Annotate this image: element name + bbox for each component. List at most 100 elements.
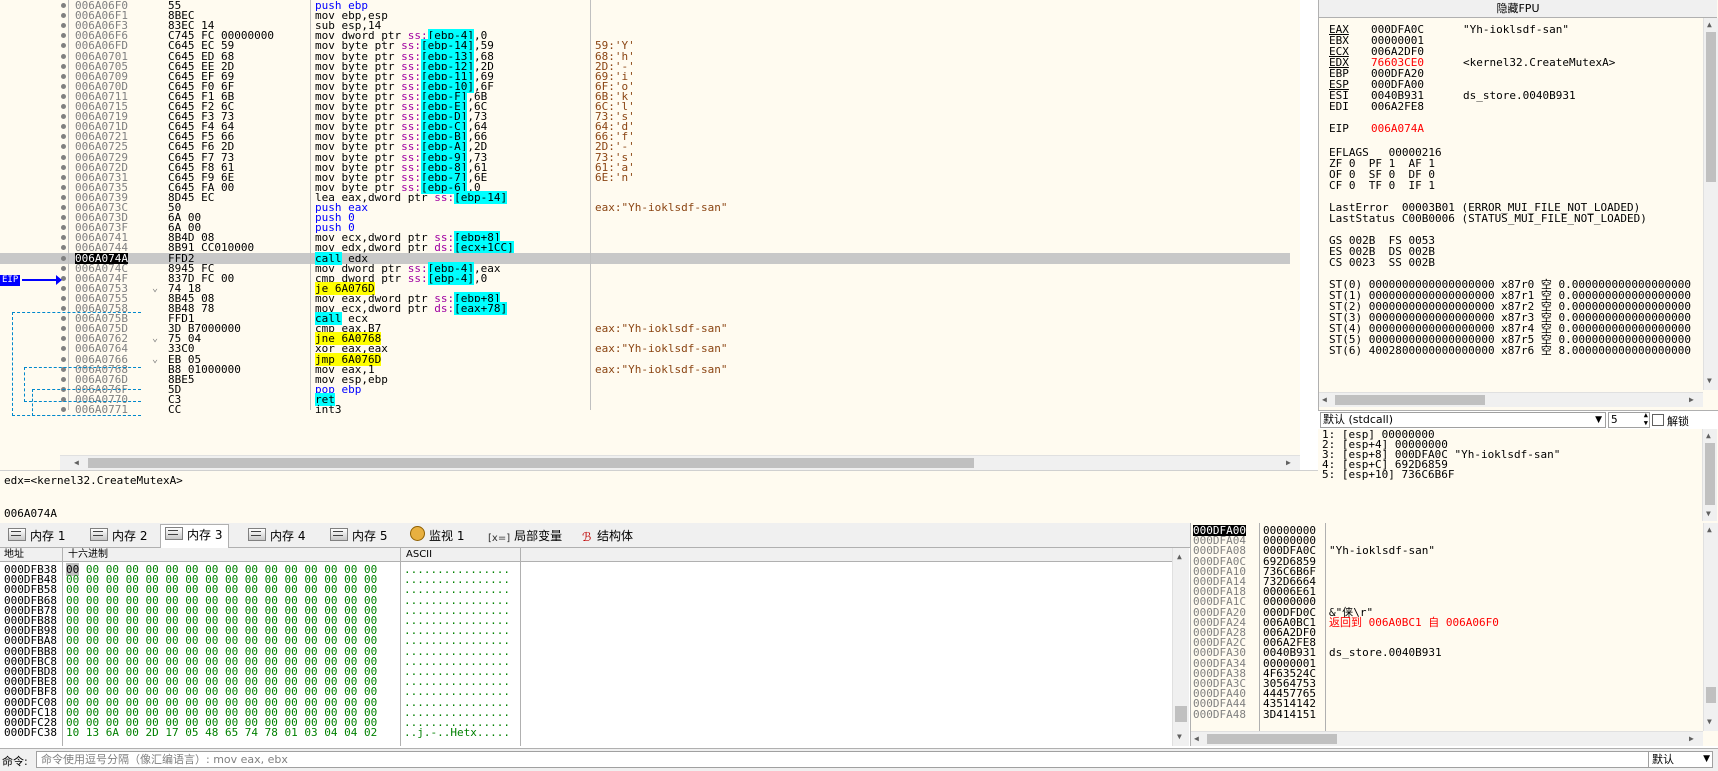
scroll-right-icon[interactable]: ▶ <box>1689 395 1694 404</box>
dump-ascii[interactable]: ................ <box>404 644 510 658</box>
breakpoint-dot-icon[interactable] <box>61 356 66 362</box>
register-value[interactable]: 76603CE0 <box>1371 56 1424 69</box>
fpu-st-row[interactable]: ST(2) 0000000000000000000 x87r2 空 0.0000… <box>1329 300 1691 313</box>
breakpoint-dot-icon[interactable] <box>61 275 66 281</box>
dump-cursor-byte[interactable]: 00 <box>66 563 80 576</box>
dump-ascii[interactable]: ................ <box>404 563 510 576</box>
breakpoint-dot-icon[interactable] <box>61 73 66 79</box>
register-value[interactable]: 006A074A <box>1371 122 1424 135</box>
scroll-up-icon[interactable]: ▲ <box>1707 525 1712 534</box>
fpu-st-row[interactable]: ST(3) 0000000000000000000 x87r3 空 0.0000… <box>1329 311 1691 324</box>
tab-7[interactable]: [x=]局部变量 <box>484 526 568 546</box>
register-value[interactable]: 006A2FE8 <box>1371 100 1424 113</box>
dump-hex-bytes[interactable]: 10 13 6A 00 2D 17 05 48 65 74 78 01 03 0… <box>66 726 378 740</box>
breakpoint-dot-icon[interactable] <box>61 184 66 190</box>
breakpoint-dot-icon[interactable] <box>61 53 66 59</box>
command-input[interactable]: 命令使用逗号分隔（像汇编语言）: mov eax, ebx <box>36 751 1650 768</box>
breakpoint-dot-icon[interactable] <box>61 205 66 210</box>
register-value[interactable]: 00000001 <box>1371 34 1424 47</box>
breakpoint-dot-icon[interactable] <box>61 114 66 120</box>
chevron-down-icon[interactable]: ▼ <box>1595 415 1602 425</box>
scroll-thumb[interactable] <box>1207 734 1337 744</box>
dump-ascii[interactable]: ................ <box>404 716 510 729</box>
scroll-thumb[interactable] <box>1705 443 1715 505</box>
dump-hex-bytes[interactable]: 00 00 00 00 00 00 00 00 00 00 00 00 00 0… <box>66 593 378 607</box>
arguments-vscroll[interactable]: ▲ ▼ <box>1702 429 1717 521</box>
breakpoint-dot-icon[interactable] <box>61 93 66 99</box>
tab-3[interactable]: 内存 3 <box>160 524 230 548</box>
breakpoint-dot-icon[interactable] <box>61 295 66 301</box>
scroll-right-icon[interactable]: ▶ <box>1286 458 1291 467</box>
breakpoint-dot-icon[interactable] <box>61 13 66 19</box>
scroll-up-icon[interactable]: ▲ <box>1177 552 1182 561</box>
eflags[interactable]: EFLAGS 00000216 <box>1329 146 1442 159</box>
breakpoint-dot-icon[interactable] <box>61 336 66 342</box>
dump-ascii[interactable]: ................ <box>404 654 510 668</box>
dump-hex-bytes[interactable]: 00 00 00 00 00 00 00 00 00 00 00 00 00 0… <box>66 695 378 709</box>
argument-row[interactable]: 3: [esp+8] 000DFA0C "Yh-ioklsdf-san" <box>1322 448 1561 461</box>
scroll-down-icon[interactable]: ▼ <box>1707 376 1712 385</box>
dump-hex-bytes[interactable]: 00 00 00 00 00 00 00 00 00 00 00 00 00 0… <box>66 685 378 699</box>
scroll-thumb[interactable] <box>88 458 974 468</box>
breakpoint-dot-icon[interactable] <box>61 235 66 241</box>
dump-ascii[interactable]: ................ <box>404 634 510 648</box>
dump-hex-bytes[interactable]: 00 00 00 00 00 00 00 00 00 00 00 00 00 0… <box>66 675 378 689</box>
dump-ascii[interactable]: ................ <box>404 675 510 689</box>
breakpoint-dot-icon[interactable] <box>61 134 66 140</box>
registers-vscroll[interactable]: ▲ ▼ <box>1703 18 1718 390</box>
register-value[interactable]: 000DFA20 <box>1371 67 1424 80</box>
fpu-st-row[interactable]: ST(1) 0000000000000000000 x87r1 空 0.0000… <box>1329 289 1691 302</box>
dump-vscroll[interactable]: ▲ ▼ <box>1172 548 1189 746</box>
fpu-st-row[interactable]: ST(5) 0000000000000000000 x87r5 空 0.0000… <box>1329 333 1691 346</box>
dump-ascii[interactable]: ................ <box>404 685 510 699</box>
unlock-checkbox[interactable]: 解锁 <box>1652 413 1689 429</box>
command-mode-select[interactable]: 默认 ▼ <box>1648 751 1713 768</box>
breakpoint-dot-icon[interactable] <box>61 225 66 231</box>
argument-row[interactable]: 5: [esp+10] 736C6B6F <box>1322 468 1455 481</box>
breakpoint-dot-icon[interactable] <box>61 33 66 39</box>
breakpoint-dot-icon[interactable] <box>61 174 66 180</box>
breakpoint-dot-icon[interactable] <box>61 23 66 29</box>
checkbox-icon[interactable] <box>1652 414 1664 426</box>
dump-hex-bytes[interactable]: 00 00 00 00 00 00 00 00 00 00 00 00 00 0… <box>66 634 378 648</box>
hide-fpu-button[interactable]: 隐藏FPU <box>1319 0 1717 18</box>
